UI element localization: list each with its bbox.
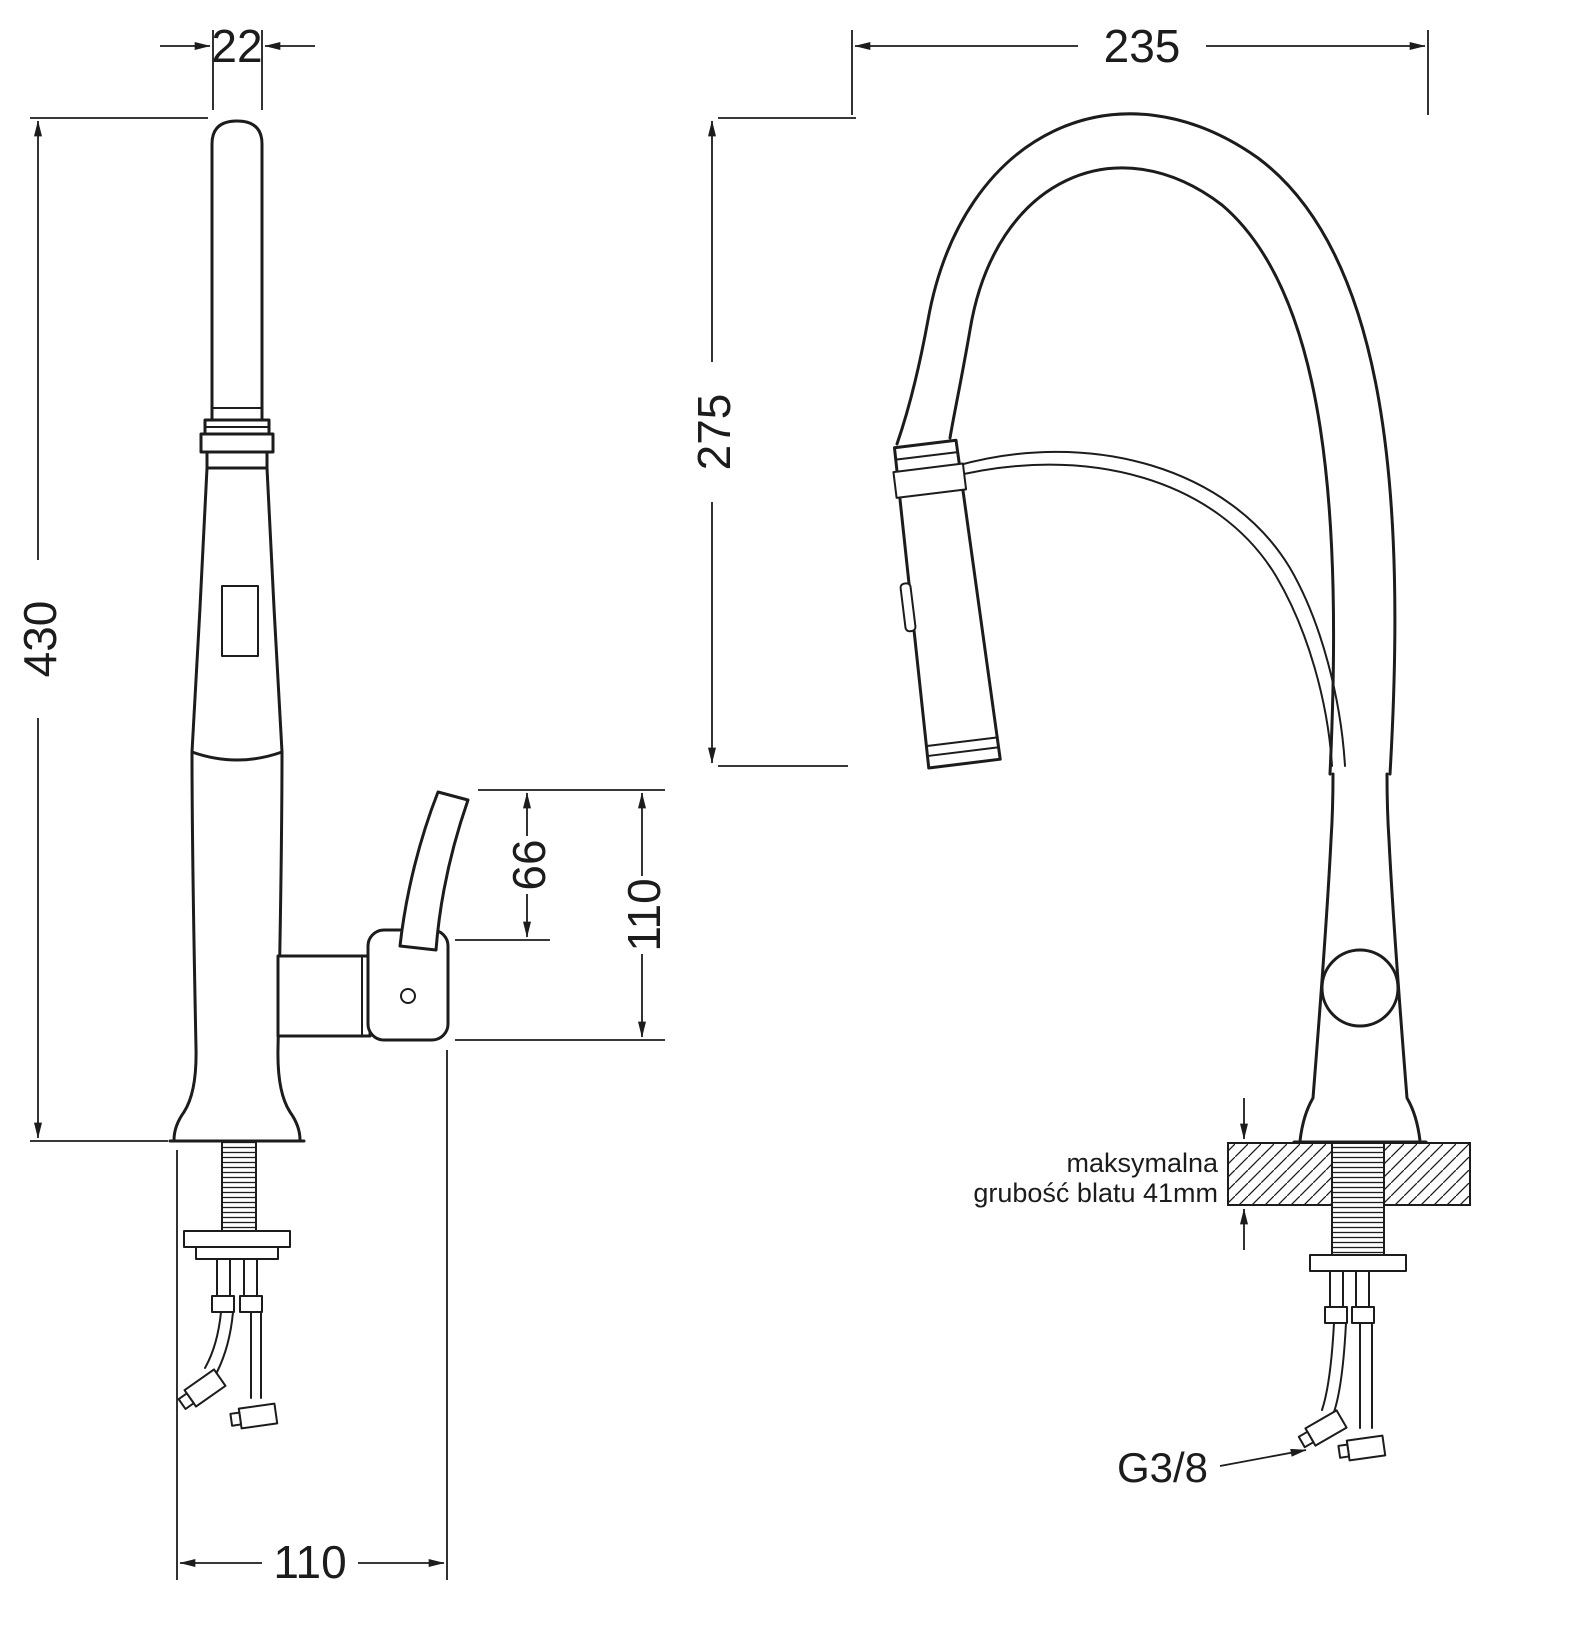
hose-left bbox=[204, 1311, 234, 1373]
spray-head-body bbox=[892, 438, 1002, 770]
rod-block-left bbox=[211, 1295, 235, 1313]
front-view: 235 275 maksymalna grubość blatu 41mm G3… bbox=[688, 20, 1471, 1491]
rod-block-right bbox=[239, 1295, 263, 1313]
dim-spout-height-label: 275 bbox=[688, 394, 740, 471]
pullout-hose bbox=[946, 450, 1346, 767]
body-joint-ball bbox=[1320, 948, 1400, 1028]
flexible-spout-inner bbox=[948, 166, 1336, 776]
dim-handle-height-label: 110 bbox=[618, 878, 670, 951]
spray-head-button bbox=[899, 582, 917, 633]
thread-callout-label: G3/8 bbox=[1117, 1444, 1208, 1491]
spray-head-rings bbox=[894, 451, 999, 757]
front-view-mounting-hardware bbox=[1297, 1254, 1407, 1462]
handle-connector bbox=[276, 954, 372, 1038]
rod-block-right-front bbox=[1351, 1306, 1375, 1324]
mounting-washer bbox=[183, 1230, 291, 1248]
mounting-plate bbox=[195, 1246, 279, 1260]
hose-right-front bbox=[1359, 1322, 1373, 1429]
dim-base-depth: 110 bbox=[176, 1050, 448, 1588]
hose-fitting-right-front bbox=[1337, 1434, 1387, 1462]
dim-spout-width-label: 22 bbox=[211, 20, 262, 72]
counter-thickness-note: maksymalna grubość blatu 41mm bbox=[973, 1098, 1248, 1250]
threaded-stud-front bbox=[1331, 1142, 1385, 1256]
dim-spout-width: 22 bbox=[160, 20, 315, 110]
side-view-details bbox=[204, 407, 270, 657]
dim-spout-height: 275 bbox=[688, 117, 856, 767]
rod-block-left-front bbox=[1324, 1306, 1348, 1324]
hose-left-front bbox=[1321, 1322, 1347, 1413]
counter-note-line1: maksymalna bbox=[1066, 1148, 1219, 1178]
dim-handle-height: 110 bbox=[455, 792, 670, 1041]
spray-head-collar bbox=[892, 462, 968, 499]
hose-fitting-right bbox=[229, 1402, 279, 1430]
dim-handle-rise-label: 66 bbox=[503, 839, 555, 890]
mounting-rod-right-front bbox=[1355, 1270, 1370, 1308]
dim-base-depth-label: 110 bbox=[273, 1536, 346, 1588]
counter-note-line2: grubość blatu 41mm bbox=[973, 1178, 1218, 1208]
thread-callout: G3/8 bbox=[1117, 1444, 1307, 1491]
handle-pivot bbox=[400, 988, 416, 1004]
hose-fitting-left-front bbox=[1297, 1409, 1348, 1449]
dim-total-height-label: 430 bbox=[14, 601, 66, 678]
side-view-body-outline bbox=[168, 119, 306, 1143]
dim-reach-label: 235 bbox=[1104, 20, 1181, 72]
mounting-rod-right bbox=[243, 1258, 258, 1297]
threaded-stud bbox=[221, 1140, 257, 1232]
mounting-rod-left-front bbox=[1329, 1270, 1344, 1308]
handle-lever bbox=[398, 790, 470, 952]
hose-right bbox=[250, 1311, 262, 1399]
spray-head bbox=[892, 438, 1002, 770]
side-view-mounting-hardware bbox=[177, 1140, 291, 1430]
dim-reach: 235 bbox=[851, 20, 1429, 115]
front-view-body-outline bbox=[1292, 772, 1428, 1144]
mounting-rod-left bbox=[216, 1258, 231, 1297]
dim-handle-rise: 66 bbox=[455, 789, 665, 941]
side-view: 22 430 66 110 110 bbox=[14, 20, 670, 1588]
mounting-washer-front bbox=[1309, 1254, 1407, 1272]
flexible-spout-outer bbox=[895, 112, 1397, 776]
dim-total-height: 430 bbox=[14, 117, 208, 1142]
hose-fitting-left bbox=[177, 1368, 227, 1410]
